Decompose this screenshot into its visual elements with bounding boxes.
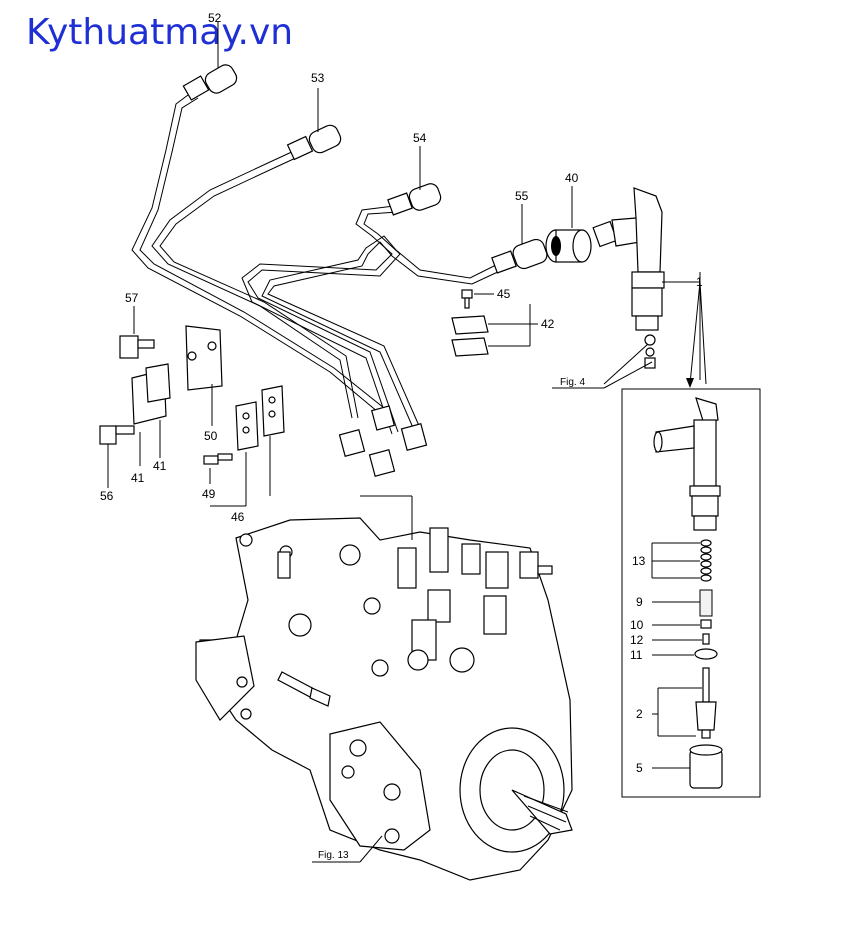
label-13: 13 [632, 554, 646, 568]
label-53: 53 [311, 71, 325, 85]
label-10: 10 [630, 618, 644, 632]
label-54: 54 [413, 131, 427, 145]
label-50: 50 [204, 429, 218, 443]
label-9: 9 [636, 595, 643, 609]
part-labels: 52 53 54 55 40 57 45 42 1 50 41 41 56 49… [100, 11, 703, 861]
label-46: 46 [231, 510, 245, 524]
label-fig13: Fig. 13 [318, 850, 349, 861]
label-49: 49 [202, 487, 216, 501]
label-41b: 41 [131, 471, 145, 485]
label-12: 12 [630, 633, 644, 647]
label-52: 52 [208, 11, 222, 25]
injection-pipes [131, 64, 548, 477]
clamp-assembly-left [99, 325, 223, 445]
label-55: 55 [515, 189, 529, 203]
label-2: 2 [636, 707, 643, 721]
label-40: 40 [565, 171, 579, 185]
sleeve-part [545, 229, 592, 263]
injection-pump [195, 517, 573, 881]
leader-lines [107, 22, 707, 863]
label-42: 42 [541, 317, 555, 331]
clamp-assembly-right [203, 385, 285, 465]
clamp-small [451, 289, 489, 357]
label-1: 1 [696, 275, 703, 289]
label-56: 56 [100, 489, 114, 503]
label-11: 11 [630, 648, 643, 662]
label-fig4: Fig. 4 [560, 377, 585, 388]
label-57: 57 [125, 291, 139, 305]
watermark: Kythuatmay.vn [26, 12, 293, 53]
label-41a: 41 [153, 459, 167, 473]
fig4-detail [621, 388, 761, 798]
label-5: 5 [636, 761, 643, 775]
nozzle-holder-top [592, 187, 665, 369]
label-45: 45 [497, 287, 511, 301]
